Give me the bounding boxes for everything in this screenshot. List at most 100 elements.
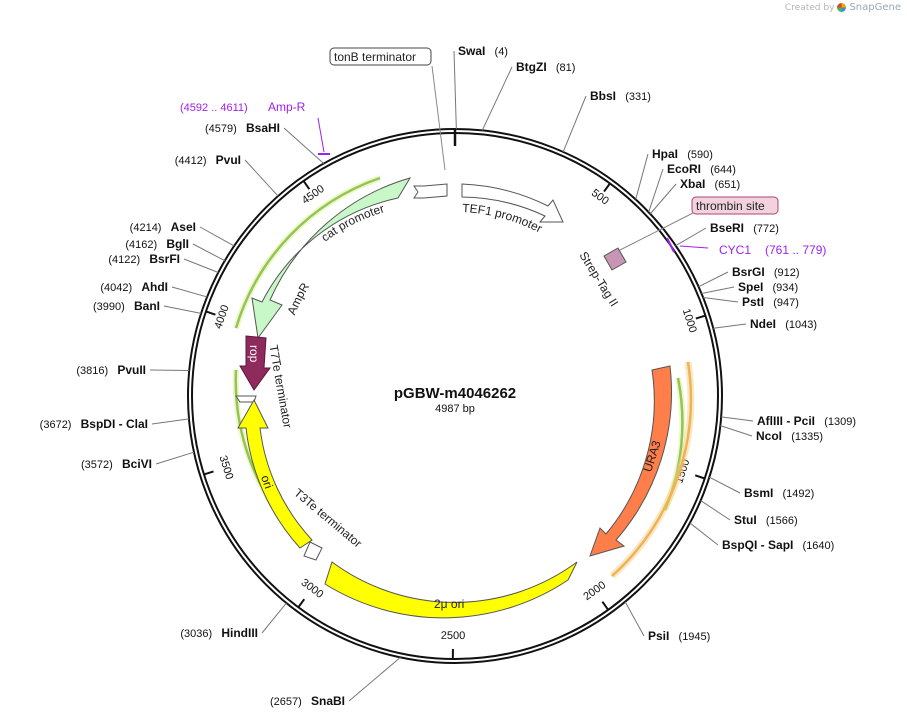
enzyme-name: BanI bbox=[134, 299, 160, 313]
enzyme-leader-line bbox=[261, 602, 287, 634]
tef1-promoter-arrow bbox=[461, 183, 564, 223]
enzyme-leader-line bbox=[348, 656, 401, 702]
enzyme-leader-line bbox=[624, 601, 645, 637]
enzyme-position: (1492) bbox=[783, 488, 815, 500]
tick-label: 4000 bbox=[212, 303, 231, 330]
watermark-text: Created by bbox=[784, 2, 835, 13]
rop-label: rop bbox=[247, 345, 261, 363]
enzyme-leader-line bbox=[562, 95, 587, 153]
enzyme-label-bspdi: (3672) BspDI - ClaI bbox=[40, 417, 148, 431]
enzyme-leader-line bbox=[703, 297, 739, 303]
enzyme-leader-line bbox=[713, 323, 747, 329]
enzyme-position: (912) bbox=[774, 267, 800, 279]
tick-mark bbox=[694, 474, 706, 480]
enzyme-label-bspqi: BspQI - SapI (1640) bbox=[722, 538, 834, 552]
enzyme-name: BspQI bbox=[722, 538, 757, 552]
tick-label: 1000 bbox=[680, 307, 699, 334]
tick-label: 4500 bbox=[300, 183, 327, 207]
enzyme-label-bcivi: (3572) BciVI bbox=[81, 457, 152, 471]
enzyme-name: HpaI bbox=[652, 147, 678, 161]
enzyme-label-afliii: AflIII - PciI (1309) bbox=[757, 414, 856, 428]
enzyme-leader-line bbox=[698, 271, 729, 288]
enzyme-leader-line bbox=[481, 66, 513, 131]
enzyme-leader-line bbox=[635, 153, 649, 200]
enzyme-label-bseri: BseRI (772) bbox=[710, 221, 779, 235]
enzyme-label-ncoi: NcoI (1335) bbox=[756, 429, 823, 443]
enzyme-name: AhdI bbox=[141, 280, 168, 294]
strep-tag-marker bbox=[603, 247, 627, 271]
enzyme-label-stui: StuI (1566) bbox=[734, 513, 798, 527]
enzyme-name: PstI bbox=[742, 295, 764, 309]
tick-label: 500 bbox=[589, 187, 611, 208]
enzyme-name: ClaI bbox=[126, 417, 148, 431]
enzyme-name: BseRI bbox=[710, 221, 744, 235]
enzyme-leader-line bbox=[183, 258, 219, 273]
enzyme-name: BsrFI bbox=[149, 252, 180, 266]
enzyme-position: (4579) bbox=[205, 123, 237, 135]
tick-mark bbox=[297, 598, 306, 608]
enzyme-leader-line bbox=[192, 243, 226, 262]
tick-mark bbox=[695, 314, 706, 320]
watermark: Created by SnapGene bbox=[785, 2, 901, 13]
enzyme-label-bsahi: (4579) BsaHI bbox=[205, 121, 280, 135]
enzyme-position: (590) bbox=[687, 149, 713, 161]
enzyme-position: (4412) bbox=[175, 155, 207, 167]
enzyme-label-bgli: (4162) BglI bbox=[125, 237, 189, 251]
enzyme-label-bsrgi: BsrGI (912) bbox=[732, 265, 800, 279]
enzyme-leader-line bbox=[720, 425, 753, 437]
enzyme-label-pvui: (4412) PvuI bbox=[175, 153, 241, 167]
enzyme-name: EcoRI bbox=[667, 162, 701, 176]
enzyme-label-bsmi: BsmI (1492) bbox=[744, 486, 814, 500]
enzyme-label-snabi: (2657) SnaBI bbox=[270, 694, 345, 708]
enzyme-name: BsmI bbox=[744, 486, 773, 500]
enzyme-label-ahdi: (4042) AhdI bbox=[100, 280, 168, 294]
tick-mark bbox=[601, 601, 610, 611]
enzyme-leader-line bbox=[701, 286, 735, 294]
ampr-label: AmpR bbox=[285, 280, 313, 317]
enzyme-label-hindiii: (3036) HindIII bbox=[180, 626, 258, 640]
enzyme-position: (331) bbox=[625, 91, 651, 103]
enzyme-name: PvuII bbox=[117, 363, 146, 377]
enzyme-label-psii: PsiI (1945) bbox=[648, 629, 710, 643]
enzyme-leader-line bbox=[648, 168, 664, 213]
rop-arrow bbox=[239, 335, 271, 391]
enzyme-leader-line bbox=[199, 226, 235, 247]
enzyme-position: (81) bbox=[556, 62, 576, 74]
enzyme-leader-line bbox=[283, 127, 325, 164]
enzyme-name: SpeI bbox=[738, 280, 763, 294]
enzyme-label-asei: (4214) AseI bbox=[130, 220, 196, 234]
tick-label: 2000 bbox=[581, 579, 608, 603]
ampr-arrow bbox=[251, 177, 412, 340]
enzyme-name: BsaHI bbox=[246, 121, 280, 135]
enzyme-position: (3816) bbox=[76, 365, 108, 377]
enzyme-position: (1566) bbox=[766, 515, 798, 527]
enzyme-label-pvuii: (3816) PvuII bbox=[76, 363, 146, 377]
enzyme-label-xbai: XbaI (651) bbox=[680, 177, 740, 191]
enzyme-label-swai: SwaI (4) bbox=[458, 44, 508, 58]
enzyme-label-bani: (3990) BanI bbox=[93, 299, 160, 313]
enzyme-position: (1043) bbox=[785, 319, 817, 331]
2mu-ori-label: 2μ ori bbox=[434, 597, 464, 611]
enzyme-name: BglI bbox=[166, 237, 189, 251]
enzyme-label-ecori: EcoRI (644) bbox=[667, 162, 736, 176]
enzyme-position: (3672) bbox=[40, 419, 72, 431]
enzyme-leader-line bbox=[675, 227, 707, 247]
enzyme-position: (651) bbox=[715, 179, 741, 191]
enzyme-leader-line bbox=[244, 159, 279, 197]
enzyme-leader-line bbox=[721, 416, 754, 422]
enzyme-label-btgzi: BtgZI (81) bbox=[516, 60, 575, 74]
enzyme-name: PsiI bbox=[648, 629, 669, 643]
ampr-primer-range: (4592 .. 4611) bbox=[180, 102, 248, 114]
enzyme-position: (1640) bbox=[803, 540, 835, 552]
enzyme-name: SnaBI bbox=[311, 694, 345, 708]
tonb-terminator-label: tonB terminator bbox=[334, 50, 416, 64]
enzyme-leader-line bbox=[689, 522, 719, 546]
features bbox=[232, 175, 695, 619]
ori-label: ori bbox=[258, 473, 276, 490]
enzyme-leader-line bbox=[149, 369, 190, 372]
plasmid-length: 4987 bp bbox=[435, 403, 475, 415]
cat-promoter-arrow bbox=[413, 183, 448, 199]
enzyme-name: BtgZI bbox=[516, 60, 547, 74]
enzyme-name: XbaI bbox=[680, 177, 705, 191]
